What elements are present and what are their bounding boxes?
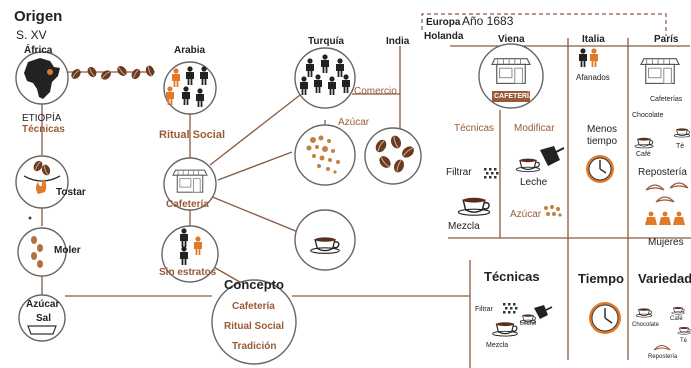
variedad-te-cup xyxy=(677,326,691,335)
concepto-item-tradicion: Tradición xyxy=(232,341,277,352)
bottom-cafe-label: Café xyxy=(670,316,683,322)
paris-cup-icon-2 xyxy=(673,128,691,138)
bottom-tecnicas-title: Técnicas xyxy=(484,269,540,284)
mezcla-cup-icon xyxy=(457,197,491,216)
women-icon xyxy=(645,211,685,225)
variedad-chocolate-cup xyxy=(635,308,653,318)
bottom-te-label: Té xyxy=(680,338,688,344)
bottom-filtrar-label: Filtrar xyxy=(475,306,493,313)
concepto-item-cafeteria: Cafetería xyxy=(232,301,275,312)
azucar-left-label: Azúcar xyxy=(26,299,60,310)
viena-shop-sign: CAFETERÍA xyxy=(494,93,535,100)
paris-te-label: Té xyxy=(676,143,685,150)
paris-cafeterias-label: Cafeterías xyxy=(650,96,683,103)
croissant-icon xyxy=(645,182,689,203)
bottom-filter-dots xyxy=(503,303,518,314)
salt-bowl-icon xyxy=(27,325,57,335)
bean-trail-icon xyxy=(69,63,157,82)
etiopia-label: ETIOPÍA xyxy=(22,113,62,124)
year-label: Año 1683 xyxy=(462,14,514,28)
clock-icon-bottom xyxy=(589,302,621,334)
ritual-social-label: Ritual Social xyxy=(159,129,226,141)
bottom-variedad-title: Variedad xyxy=(638,271,691,286)
europe-dashed-bracket xyxy=(421,13,667,36)
variedad-croissant-icon xyxy=(653,344,671,351)
region-europa: Europa xyxy=(426,17,461,28)
viena-mezcla-label: Mezcla xyxy=(448,221,480,232)
sin-estratos-label: Sin estratos xyxy=(159,267,217,278)
region-holanda: Holanda xyxy=(424,31,464,42)
viena-tecnicas-label: Técnicas xyxy=(454,123,495,134)
tecnicas-left-label: Técnicas xyxy=(22,124,65,135)
cafeteria-label: Cafetería xyxy=(166,199,209,210)
paris-reposteria-label: Repostería xyxy=(638,167,687,178)
africa-map-icon xyxy=(24,58,60,99)
bottom-mezcla-cup xyxy=(492,321,518,337)
bottom-chocolate-label: Chocolate xyxy=(632,322,660,328)
paris-cup-icon xyxy=(634,137,654,149)
viena-leche-label: Leche xyxy=(520,177,548,188)
viena-shop-icon xyxy=(491,58,531,102)
bottom-mezcla-label: Mezcla xyxy=(486,342,509,349)
paris-shop-icon xyxy=(640,58,680,84)
cafeteria-shop-icon xyxy=(172,169,208,193)
paris-chocolate-label: Chocolate xyxy=(632,112,664,119)
bottom-milk-pot xyxy=(534,305,553,319)
roasting-icon xyxy=(23,158,61,194)
region-arabia: Arabia xyxy=(174,45,206,56)
region-africa: África xyxy=(24,45,53,56)
sugar-icon-viena xyxy=(544,205,562,217)
title-origen: Origen xyxy=(14,8,63,25)
viena-azucar-label: Azúcar xyxy=(510,209,542,220)
clock-icon-italia xyxy=(586,155,614,183)
milk-pot-icon xyxy=(515,146,565,173)
sugar-dots-icon xyxy=(306,135,340,174)
paris-cafe-label: Café xyxy=(636,151,651,158)
moler-label: Moler xyxy=(54,245,81,256)
variedad-cafe-cup xyxy=(671,306,685,315)
comercio-label: Comercio xyxy=(354,86,397,97)
region-turquia: Turquía xyxy=(308,36,344,47)
bottom-reposteria-label: Repostería xyxy=(648,354,678,360)
filter-dots-icon xyxy=(484,168,499,179)
italia-afanados-label: Afanados xyxy=(576,73,610,82)
bottom-tiempo-title: Tiempo xyxy=(578,271,624,286)
region-italia: Italia xyxy=(582,34,605,45)
region-india: India xyxy=(386,36,410,47)
tostar-label: Tostar xyxy=(56,187,86,198)
viena-filtrar-label: Filtrar xyxy=(446,167,472,178)
italia-menos-tiempo-label: Menos tiempo xyxy=(586,124,617,147)
region-paris: París xyxy=(654,34,679,45)
century-label: S. XV xyxy=(16,28,47,42)
paris-mujeres-label: Mujeres xyxy=(648,237,684,248)
sal-label: Sal xyxy=(36,313,52,324)
azucar-middle-label: Azúcar xyxy=(338,117,370,128)
bottom-leche-label: Leche xyxy=(520,321,537,327)
viena-modificar-label: Modificar xyxy=(514,123,555,134)
italia-people-icon xyxy=(579,48,598,67)
concepto-item-ritual: Ritual Social xyxy=(224,321,285,332)
region-viena: Viena xyxy=(498,34,525,45)
connector-lines xyxy=(41,38,691,368)
concepto-title: Concepto xyxy=(224,277,284,292)
